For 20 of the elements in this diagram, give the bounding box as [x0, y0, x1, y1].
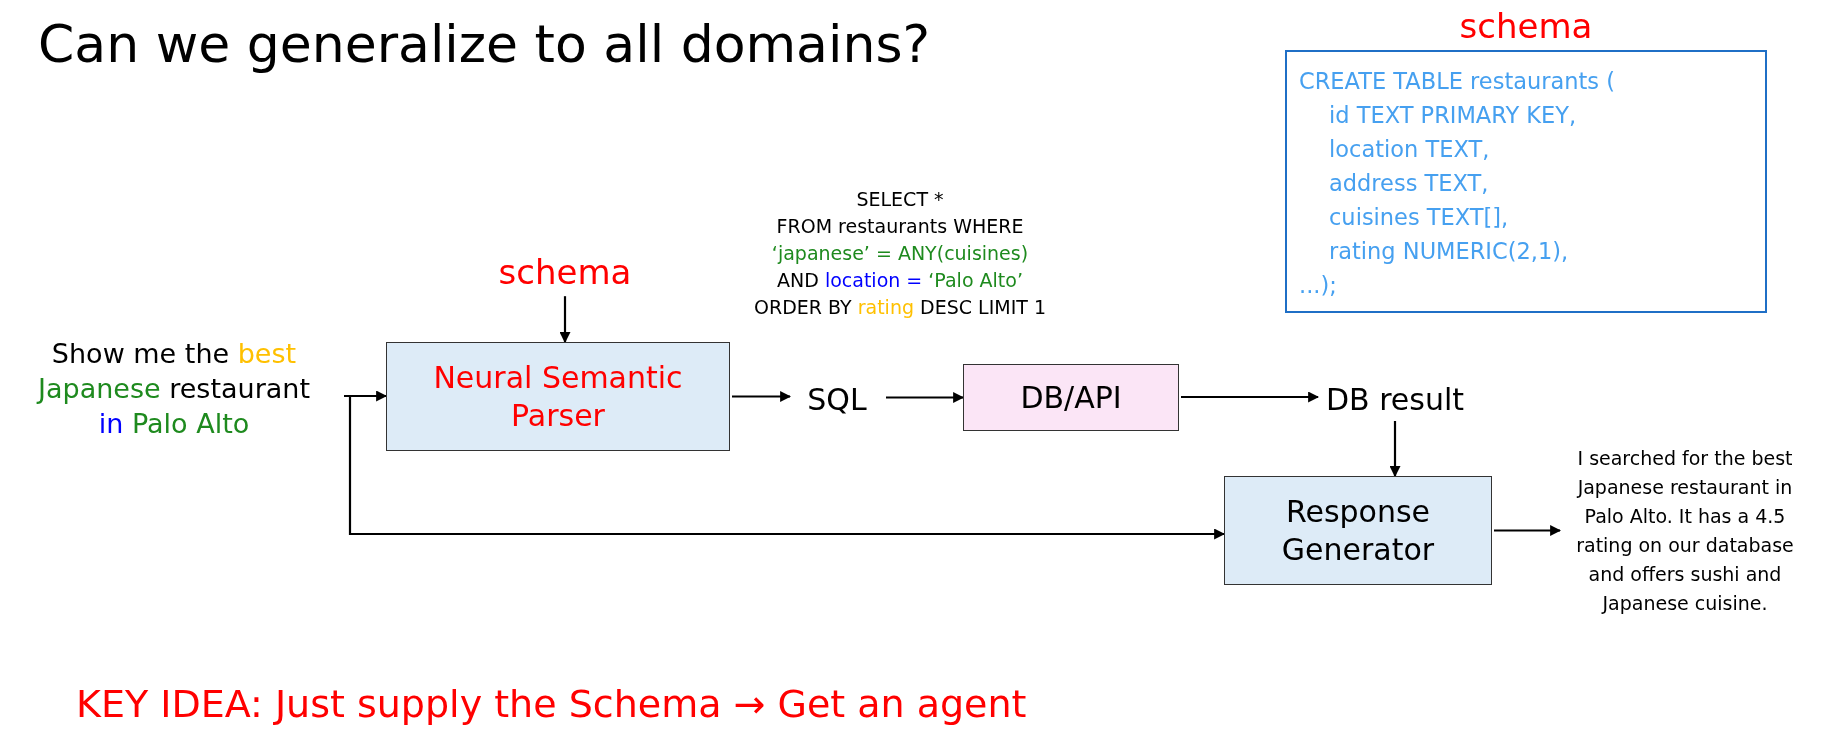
- query-text: Show me the best Japanese restaurant in Palo Alto: [4, 336, 344, 442]
- sql-query-text: SELECT * FROM restaurants WHERE ‘japanese’ = ANY(cuisines) AND location = ‘Palo Alto’ ORDER BY rating DESC LIMIT 1: [753, 187, 1047, 320]
- arrow: [559, 296, 571, 344]
- slide-title: Can we generalize to all domains?: [38, 14, 931, 74]
- schema-label: schema: [490, 250, 640, 295]
- arrow: [1494, 525, 1562, 536]
- process-box: Response Generator: [1224, 476, 1492, 585]
- key-idea-note: KEY IDEA: Just supply the Schema → Get an agent: [76, 682, 1027, 726]
- arrow: [886, 392, 965, 403]
- arrow: [732, 391, 792, 402]
- sql-label: SQL: [790, 380, 884, 419]
- schema-heading: schema: [1458, 6, 1594, 46]
- process-box: DB/API: [963, 364, 1179, 431]
- schema-code-box: CREATE TABLE restaurants ( id TEXT PRIMARY KEY, location TEXT, address TEXT, cuisines TEXT[], rating NUMERIC(2,1), ...);: [1285, 50, 1767, 313]
- db-result-label: DB result: [1318, 380, 1472, 419]
- arrow: [1181, 391, 1320, 403]
- process-box: Neural Semantic Parser: [386, 342, 730, 451]
- arrow: [1389, 421, 1401, 478]
- arrow: [343, 394, 1226, 540]
- response-text: I searched for the best Japanese restaurant in Palo Alto. It has a 4.5 rating on our database and offers sushi and Japanese cuisine.: [1560, 444, 1810, 618]
